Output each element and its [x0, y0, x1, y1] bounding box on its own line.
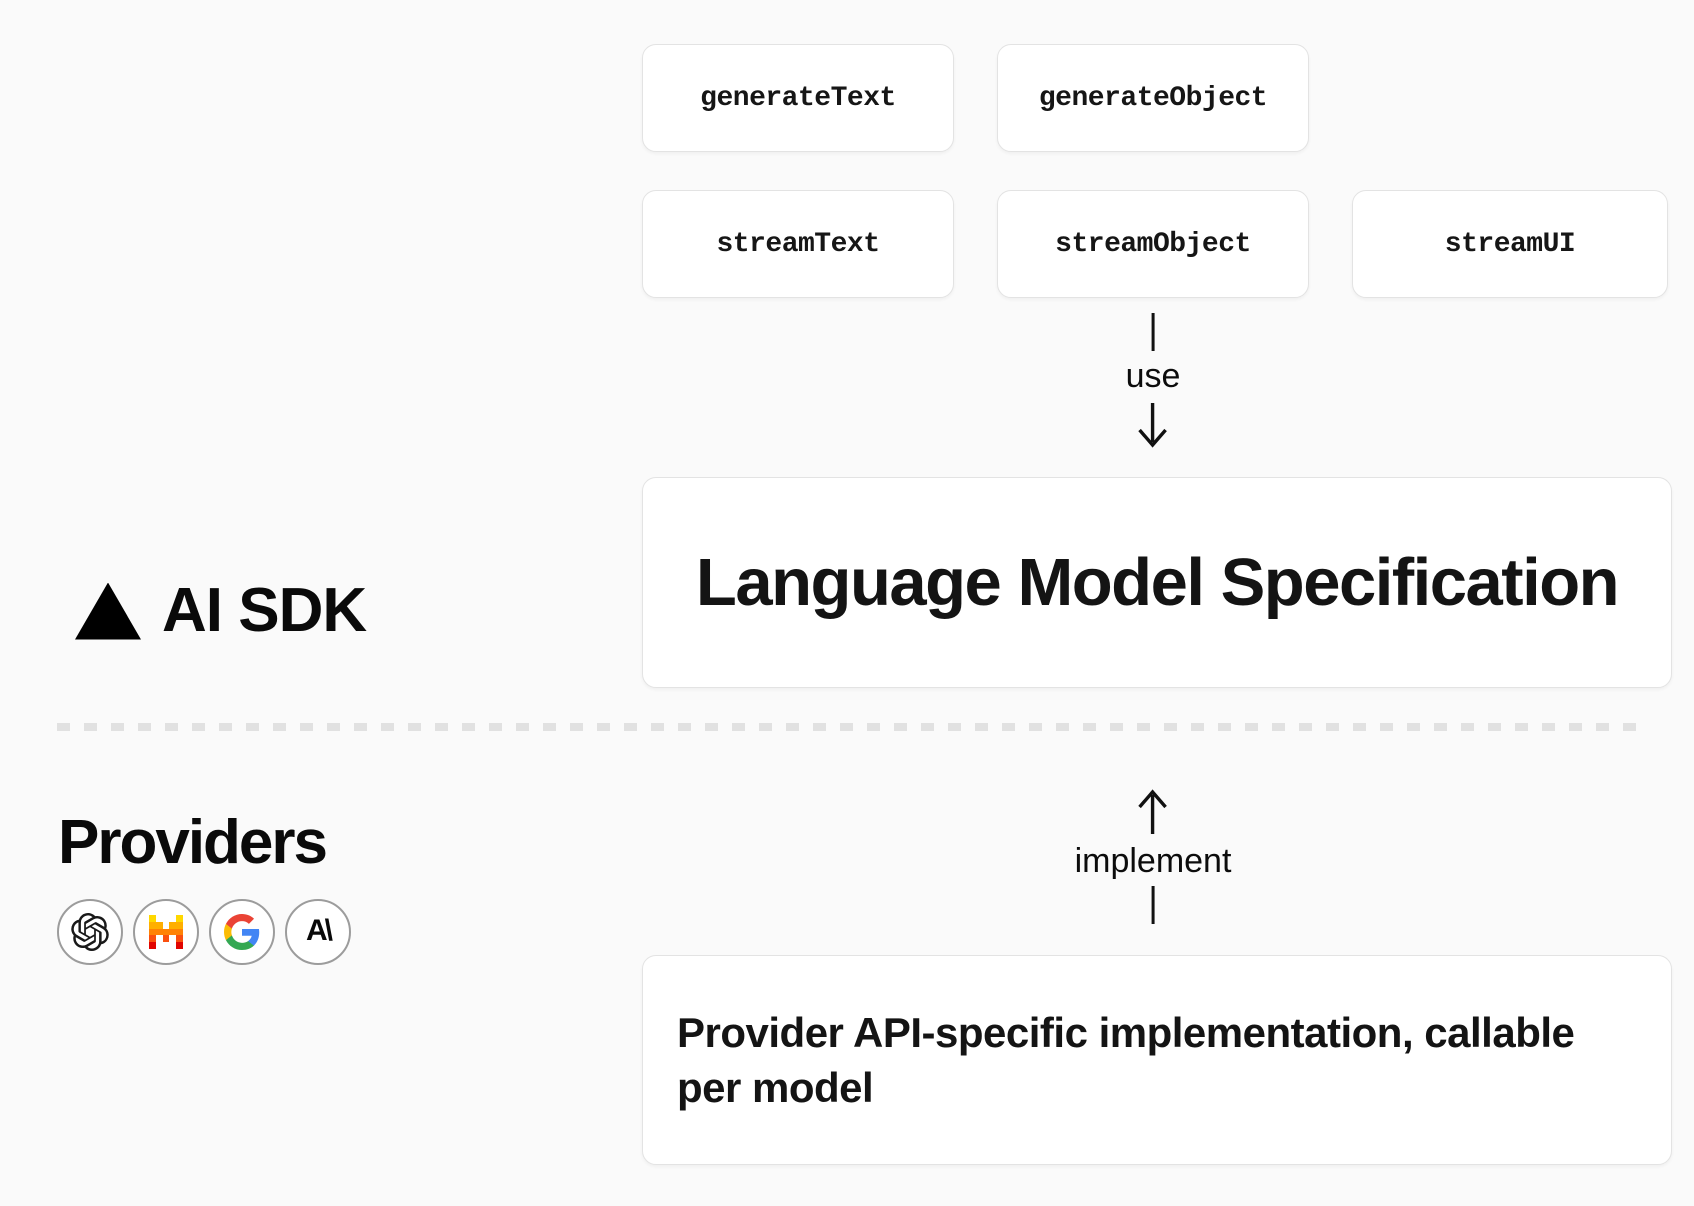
openai-icon	[57, 899, 123, 965]
arrow-down-icon	[1138, 403, 1168, 448]
anthropic-icon: A\	[285, 899, 351, 965]
generate-object-box: generateObject	[997, 44, 1309, 152]
providers-heading: Providers	[58, 808, 328, 877]
provider-implementation-box: Provider API-specific implementation, ca…	[642, 955, 1672, 1165]
arrow-up-icon	[1138, 789, 1168, 834]
stream-object-box: streamObject	[997, 190, 1309, 298]
use-label: use	[1125, 357, 1181, 395]
google-icon	[209, 899, 275, 965]
anthropic-glyph: A\	[306, 914, 333, 947]
provider-implementation-text: Provider API-specific implementation, ca…	[677, 1009, 1575, 1111]
implement-label: implement	[1074, 842, 1232, 880]
use-arrow-line	[1151, 313, 1155, 351]
language-model-spec-box: Language Model Specification	[642, 477, 1672, 688]
implement-arrow-group: implement	[1074, 788, 1232, 924]
stream-ui-box: streamUI	[1352, 190, 1668, 298]
ai-sdk-logo-lockup: AI SDK	[75, 576, 367, 645]
ai-sdk-label: AI SDK	[162, 576, 367, 645]
implement-arrow-line	[1151, 886, 1155, 924]
dashed-divider	[57, 723, 1643, 731]
provider-icons-row: A\	[57, 899, 351, 965]
generate-text-box: generateText	[642, 44, 954, 152]
function-boxes-grid: generateText generateObject streamText s…	[642, 44, 1672, 298]
mistral-pixel-grid	[149, 915, 183, 949]
mistral-icon	[133, 899, 199, 965]
diagram-content-column: generateText generateObject streamText s…	[642, 44, 1672, 1165]
stream-text-box: streamText	[642, 190, 954, 298]
language-model-spec-title: Language Model Specification	[695, 545, 1620, 620]
vercel-triangle-icon	[75, 582, 141, 640]
use-arrow-group: use	[1125, 313, 1181, 449]
